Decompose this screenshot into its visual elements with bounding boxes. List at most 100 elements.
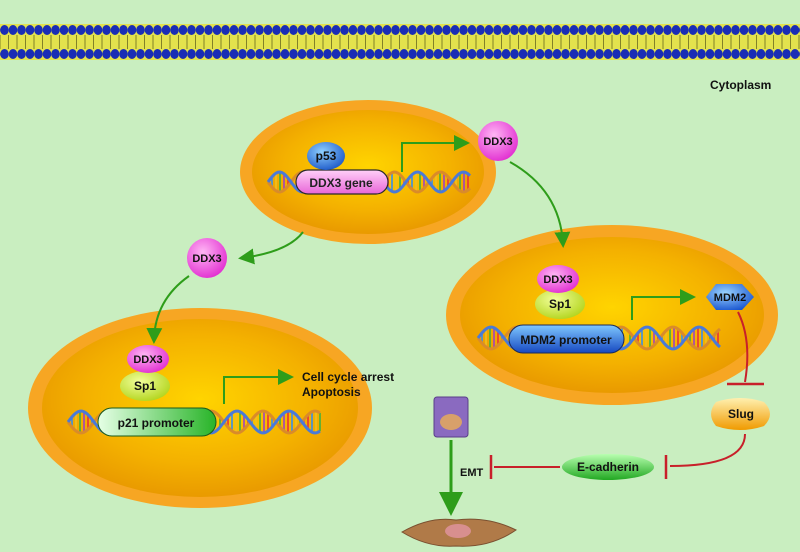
- lipid-head: [85, 25, 94, 35]
- lipid-head: [297, 25, 307, 35]
- transcription-arrow-left: [223, 369, 294, 404]
- lipid-head: [714, 49, 723, 59]
- lipid-head: [289, 49, 298, 59]
- lipid-head: [433, 49, 443, 59]
- lipid-head: [25, 25, 35, 35]
- lipid-head: [314, 49, 324, 59]
- lipid-head: [714, 25, 723, 35]
- lipid-head: [535, 25, 545, 35]
- svg-text:MDM2 promoter: MDM2 promoter: [520, 333, 612, 347]
- lipid-head: [765, 25, 774, 35]
- lipid-head: [748, 49, 757, 59]
- svg-text:DDX3: DDX3: [483, 136, 512, 148]
- svg-text:DDX3: DDX3: [133, 354, 162, 366]
- lipid-head: [612, 25, 621, 35]
- lipid-head: [255, 25, 264, 35]
- lipid-head: [620, 49, 630, 59]
- lipid-head: [612, 49, 621, 59]
- lipid-head: [646, 25, 655, 35]
- lipid-head: [484, 25, 494, 35]
- arrow-nucleus-to-ddx3-left: [238, 231, 304, 265]
- inhibit-slug-ecadherin: [669, 433, 746, 467]
- lipid-head: [348, 25, 358, 35]
- lipid-head: [603, 49, 613, 59]
- ddx3-protein-top-right: DDX3: [478, 121, 518, 161]
- lipid-head: [561, 49, 570, 59]
- lipid-head: [34, 25, 43, 35]
- lipid-head: [136, 49, 145, 59]
- lipid-head: [365, 25, 375, 35]
- lipid-head: [476, 49, 485, 59]
- lipid-head: [399, 25, 409, 35]
- svg-text:MDM2: MDM2: [714, 292, 746, 304]
- lipid-head: [187, 25, 196, 35]
- lipid-head: [289, 25, 298, 35]
- transcription-arrow-right: [631, 289, 696, 320]
- lipid-head: [782, 25, 791, 35]
- lipid-head: [8, 49, 18, 59]
- svg-text:DDX3: DDX3: [192, 253, 221, 265]
- lipid-head: [663, 49, 672, 59]
- lipid-head: [493, 25, 502, 35]
- svg-text:E-cadherin: E-cadherin: [577, 460, 639, 474]
- lipid-head: [68, 25, 77, 35]
- lipid-head: [153, 49, 162, 59]
- lipid-head: [323, 49, 332, 59]
- lipid-head: [527, 49, 536, 59]
- svg-text:Sp1: Sp1: [134, 379, 156, 393]
- lipid-head: [178, 49, 188, 59]
- lipid-head: [450, 49, 460, 59]
- lipid-head: [195, 49, 205, 59]
- lipid-head: [467, 49, 477, 59]
- p21-promoter-box: p21 promoter: [97, 407, 217, 437]
- lipid-head: [263, 25, 273, 35]
- nucleus-right: [446, 225, 778, 405]
- lipid-head: [765, 49, 774, 59]
- lipid-head: [76, 49, 86, 59]
- lipid-head: [144, 25, 154, 35]
- lipid-head: [374, 49, 383, 59]
- lipid-head: [688, 25, 698, 35]
- lipid-head: [459, 49, 468, 59]
- lipid-head: [586, 25, 596, 35]
- lipid-head: [170, 25, 179, 35]
- lipid-head: [671, 25, 681, 35]
- lipid-head: [161, 49, 171, 59]
- lipid-head: [331, 25, 341, 35]
- lipid-head: [195, 25, 205, 35]
- lipid-head: [357, 49, 366, 59]
- lipid-head: [8, 25, 18, 35]
- svg-text:Slug: Slug: [728, 407, 754, 421]
- lipid-head: [603, 25, 613, 35]
- lipid-head: [42, 49, 52, 59]
- lipid-head: [654, 25, 664, 35]
- lipid-head: [654, 49, 664, 59]
- lipid-head: [340, 49, 349, 59]
- lipid-head: [399, 49, 409, 59]
- lipid-head: [756, 25, 766, 35]
- slug-protein: Slug: [711, 398, 770, 430]
- lipid-head: [416, 25, 426, 35]
- lipid-head: [17, 25, 26, 35]
- svg-text:DDX3 gene: DDX3 gene: [309, 176, 373, 190]
- arrow-ddx3-to-left-nucleus: [146, 275, 190, 344]
- lipid-head: [59, 49, 69, 59]
- lipid-head: [272, 25, 281, 35]
- lipid-head: [408, 49, 417, 59]
- arrow-ddx3-to-right-nucleus: [509, 161, 571, 248]
- p53-protein: p53: [307, 142, 345, 170]
- lipid-head: [93, 49, 103, 59]
- lipid-head: [212, 49, 222, 59]
- lipid-head: [136, 25, 145, 35]
- lipid-head: [595, 25, 604, 35]
- lipid-head: [34, 49, 43, 59]
- lipid-head: [748, 25, 757, 35]
- lipid-head: [331, 49, 341, 59]
- lipid-head: [722, 49, 732, 59]
- lipid-head: [484, 49, 494, 59]
- lipid-head: [527, 25, 536, 35]
- mdm2-protein: MDM2: [706, 284, 754, 310]
- ddx3-protein-left-nucleus: DDX3: [127, 345, 169, 373]
- lipid-head: [348, 49, 358, 59]
- ddx3-gene-box: DDX3 gene: [295, 169, 389, 195]
